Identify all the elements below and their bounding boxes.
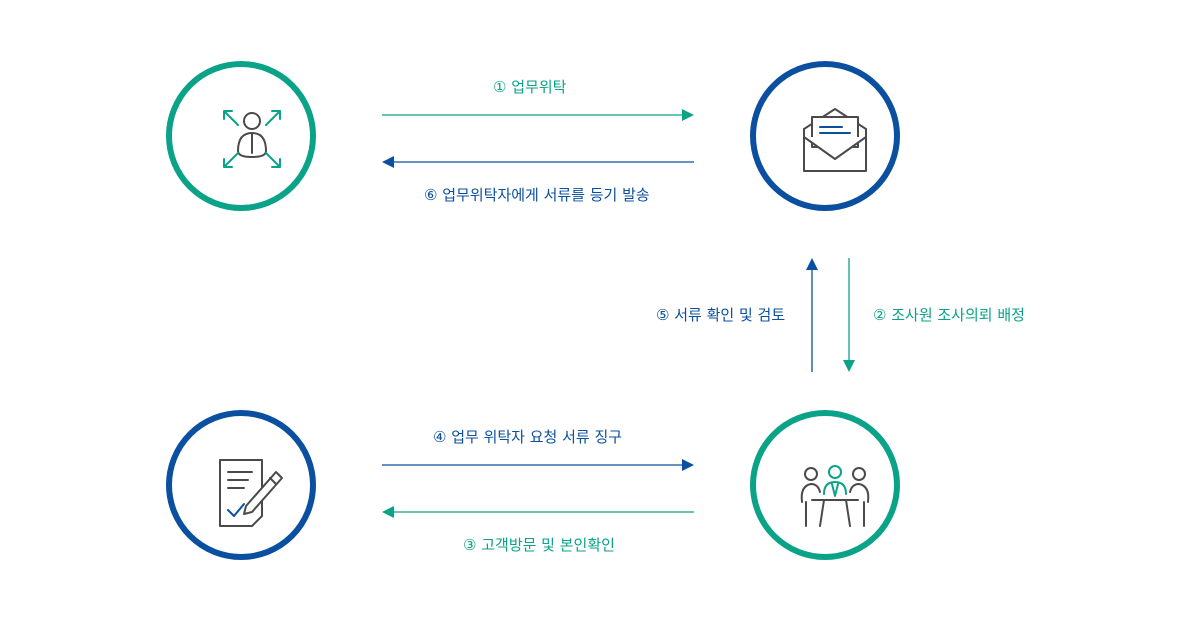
person-expand-icon xyxy=(223,110,281,168)
step5-label: ⑤ 서류 확인 및 검토 xyxy=(656,306,786,324)
meeting-people-icon xyxy=(800,465,870,527)
client-node xyxy=(166,61,316,211)
step2-label: ② 조사원 조사의뢰 배정 xyxy=(873,306,1025,324)
company-node xyxy=(750,61,900,211)
arrow-step4 xyxy=(382,459,694,471)
arrow-step2 xyxy=(843,258,855,372)
envelope-letter-icon xyxy=(803,108,867,172)
arrow-step1 xyxy=(382,109,694,121)
step3-label: ③ 고객방문 및 본인확인 xyxy=(463,536,615,554)
document-node xyxy=(166,410,316,560)
arrow-step3 xyxy=(382,506,694,518)
step4-label: ④ 업무 위탁자 요청 서류 징구 xyxy=(433,428,623,446)
step1-label: ① 업무위탁 xyxy=(493,78,567,96)
investigator-node xyxy=(750,410,900,560)
arrow-step5 xyxy=(806,258,818,372)
step6-label: ⑥ 업무위탁자에게 서류를 등기 발송 xyxy=(424,186,650,204)
document-pen-icon xyxy=(219,459,283,527)
arrow-step6 xyxy=(382,156,694,168)
